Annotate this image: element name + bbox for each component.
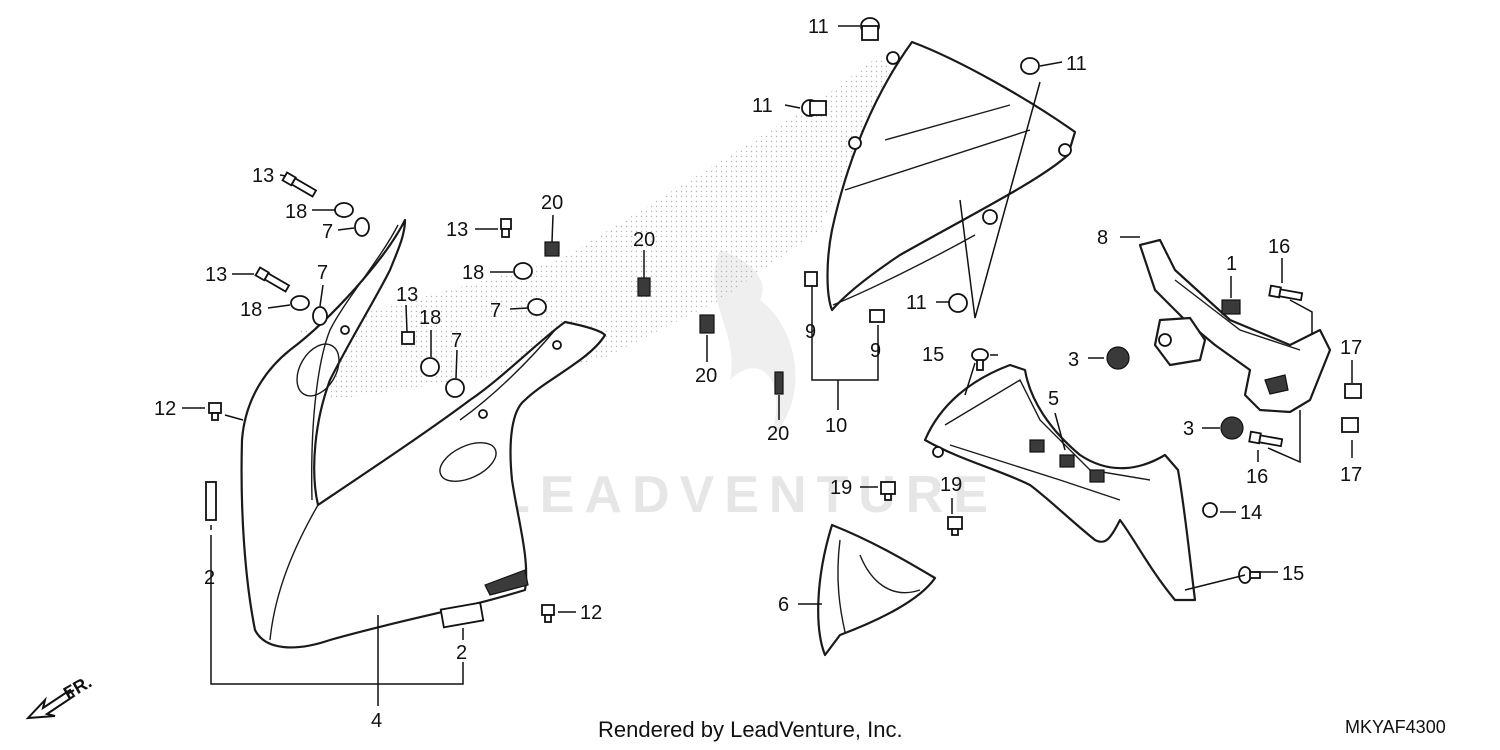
callout-18: 18	[240, 299, 262, 321]
callout-16: 16	[1268, 236, 1290, 258]
callout-3: 3	[1068, 349, 1079, 371]
inner-panel	[923, 363, 1197, 602]
hardware	[205, 17, 1362, 629]
callout-15: 15	[922, 344, 944, 366]
callout-11: 11	[808, 16, 829, 38]
callout-7: 7	[317, 262, 328, 284]
callout-3: 3	[1183, 418, 1194, 440]
watermark-text: LEADVENTURE	[498, 466, 998, 524]
callout-19: 19	[830, 477, 852, 499]
callout-11: 11	[906, 292, 927, 314]
callout-2: 2	[204, 567, 215, 589]
lower-cover	[817, 523, 937, 657]
callout-20: 20	[541, 192, 563, 214]
meter-stay	[1138, 238, 1332, 414]
front-direction-arrow: FR.	[25, 672, 95, 720]
callout-12: 12	[580, 602, 602, 624]
leader-lines	[182, 25, 1353, 706]
callout-20: 20	[695, 365, 717, 387]
callout-20: 20	[767, 423, 789, 445]
callout-5: 5	[1048, 388, 1059, 410]
callout-13: 13	[446, 219, 468, 241]
callout-11: 11	[1066, 53, 1087, 75]
callout-9: 9	[805, 321, 816, 343]
callout-2: 2	[456, 642, 467, 664]
callout-15: 15	[1282, 563, 1304, 585]
callout-18: 18	[462, 262, 484, 284]
arrow-icon	[25, 688, 76, 720]
callout-4: 4	[371, 710, 382, 732]
callout-14: 14	[1240, 502, 1262, 524]
callout-12: 12	[154, 398, 176, 420]
callout-18: 18	[285, 201, 307, 223]
upper-cowl	[240, 218, 607, 649]
callout-13: 13	[396, 284, 418, 306]
callout-8: 8	[1097, 227, 1108, 249]
callout-18: 18	[419, 307, 441, 329]
callout-13: 13	[205, 264, 227, 286]
callouts: 11 11 11 11 13 18 7 13 18 7 13 18 7 13 1…	[154, 16, 1362, 732]
assembly-shading	[300, 55, 900, 400]
callout-19: 19	[940, 474, 962, 496]
callout-13: 13	[252, 165, 274, 187]
callout-9: 9	[870, 340, 881, 362]
callout-10: 10	[825, 415, 847, 437]
diagram-code: MKYAF4300	[1345, 717, 1446, 737]
callout-7: 7	[490, 300, 501, 322]
callout-16: 16	[1246, 466, 1268, 488]
callout-7: 7	[322, 221, 333, 243]
windscreen	[826, 40, 1077, 312]
callout-7: 7	[451, 330, 462, 352]
callout-17: 17	[1340, 337, 1362, 359]
callout-20: 20	[633, 229, 655, 251]
watermark: LEADVENTURE	[498, 250, 998, 524]
callout-1: 1	[1226, 253, 1237, 275]
callout-6: 6	[778, 594, 789, 616]
callout-11: 11	[752, 95, 773, 117]
callout-17: 17	[1340, 464, 1362, 486]
footer-credit: Rendered by LeadVenture, Inc.	[598, 717, 903, 742]
